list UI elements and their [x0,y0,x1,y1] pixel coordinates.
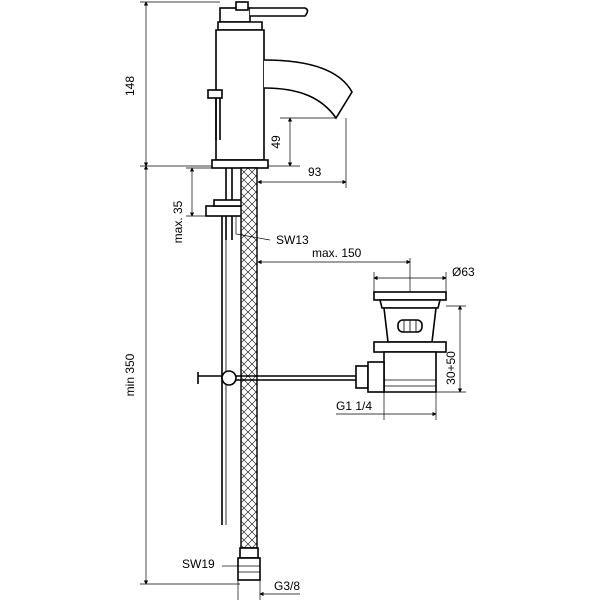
label-max-35: max. 35 [171,200,185,243]
pop-up-waste [355,291,447,393]
mixer-body [215,29,265,161]
clamp [221,370,237,386]
label-49: 49 [269,135,283,149]
dimension-labels: 148 min 350 49 93 max. 35 SW13 max. 150 … [123,76,475,593]
side-connector [355,365,369,389]
label-sw19: SW19 [182,557,215,571]
waste-flange [373,291,447,301]
hose-nut [239,547,259,559]
back-nut [373,341,447,353]
popup-knob [207,89,223,99]
label-93: 93 [308,165,322,179]
label-min-350: min 350 [123,353,137,396]
label-g1-14: G1 1/4 [336,399,372,413]
label-max-150: max. 150 [312,246,362,260]
under-counter-assembly [197,167,365,581]
braided-hose [240,167,258,549]
label-30-50: 30+50 [444,351,458,385]
label-g3-8: G3/8 [274,579,300,593]
label-diam-63: Ø63 [452,265,475,279]
label-sw13: SW13 [276,233,309,247]
base-plate [211,159,269,169]
lever-cap [235,1,249,11]
faucet-body [207,1,353,169]
label-148: 148 [123,76,137,96]
spout [263,59,353,120]
dimension-lines [140,1,466,600]
